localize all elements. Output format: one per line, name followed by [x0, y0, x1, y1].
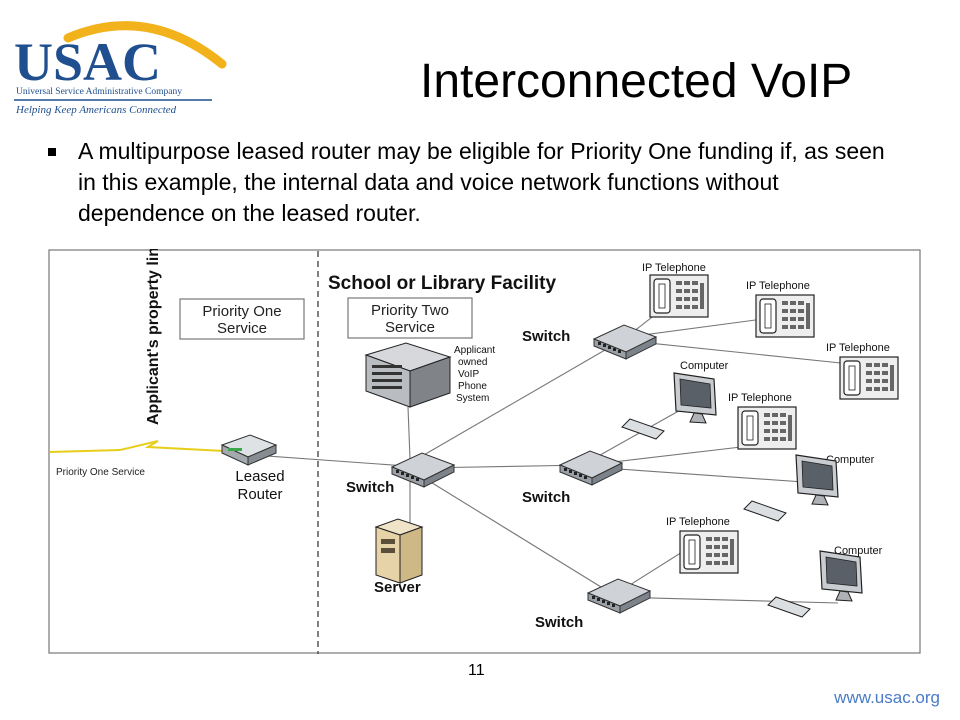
- svg-text:owned: owned: [458, 357, 487, 368]
- svg-text:Service: Service: [217, 320, 267, 337]
- ip-phone-5-label: IP Telephone: [666, 516, 730, 528]
- page-number: 11: [468, 662, 485, 679]
- footer-url[interactable]: www.usac.org: [834, 688, 940, 707]
- leased-router-label: Leased: [235, 468, 284, 485]
- computer-3-label: Computer: [834, 545, 883, 557]
- svg-text:Service: Service: [385, 319, 435, 336]
- ip-phone-2-label: IP Telephone: [746, 280, 810, 292]
- switch-main-label: Switch: [346, 479, 394, 496]
- svg-text:Applicant: Applicant: [454, 345, 495, 356]
- leased-router-icon: [220, 434, 278, 466]
- svg-text:VoIP: VoIP: [458, 369, 479, 380]
- ip-phone-4-icon: [737, 406, 797, 450]
- priority-one-box: Priority One Service: [179, 298, 305, 340]
- svg-text:Priority Two: Priority Two: [371, 302, 449, 319]
- priority-one-link-label: Priority One Service: [56, 467, 145, 478]
- ip-phone-4-label: IP Telephone: [728, 392, 792, 404]
- slide-title: Interconnected VoIP: [420, 55, 853, 108]
- property-line-label: Applicant's property line: [145, 249, 162, 425]
- network-diagram: Applicant's property line School or Libr…: [48, 249, 921, 654]
- usac-logo: USAC Universal Service Administrative Co…: [14, 21, 227, 116]
- svg-text:Priority One: Priority One: [202, 303, 281, 320]
- voip-system-icon: [364, 342, 452, 408]
- computer-2-label: Computer: [826, 454, 875, 466]
- ip-phone-1-label: IP Telephone: [642, 262, 706, 274]
- ip-phone-3-label: IP Telephone: [826, 342, 890, 354]
- server-label: Server: [374, 579, 421, 596]
- switch-middle-label: Switch: [522, 489, 570, 506]
- ip-phone-2-icon: [755, 294, 815, 338]
- voip-system-label: Applicant owned VoIP Phone System: [454, 345, 495, 404]
- priority-two-box: Priority Two Service: [347, 297, 473, 339]
- server-icon: [374, 518, 424, 584]
- facility-label: School or Library Facility: [328, 273, 556, 294]
- square-bullet-icon: [48, 148, 56, 156]
- switch-bottom-label: Switch: [535, 614, 583, 631]
- leased-router-label-line2: Router: [237, 486, 282, 503]
- logo-swoosh: [63, 21, 227, 69]
- ip-phone-1-icon: [649, 274, 709, 318]
- logo-slogan: Helping Keep Americans Connected: [15, 104, 177, 116]
- logo-wordmark: USAC: [14, 32, 161, 92]
- ip-phone-5-icon: [679, 530, 739, 574]
- svg-text:System: System: [456, 393, 489, 404]
- ip-phone-3-icon: [839, 356, 899, 400]
- computer-1-label: Computer: [680, 360, 729, 372]
- switch-top-label: Switch: [522, 328, 570, 345]
- svg-text:Phone: Phone: [458, 381, 487, 392]
- logo-tagline: Universal Service Administrative Company: [16, 87, 182, 97]
- lightning-bolt-icon: [119, 440, 225, 452]
- bullet-text: A multipurpose leased router may be elig…: [78, 138, 885, 226]
- bullet-item: A multipurpose leased router may be elig…: [48, 136, 908, 229]
